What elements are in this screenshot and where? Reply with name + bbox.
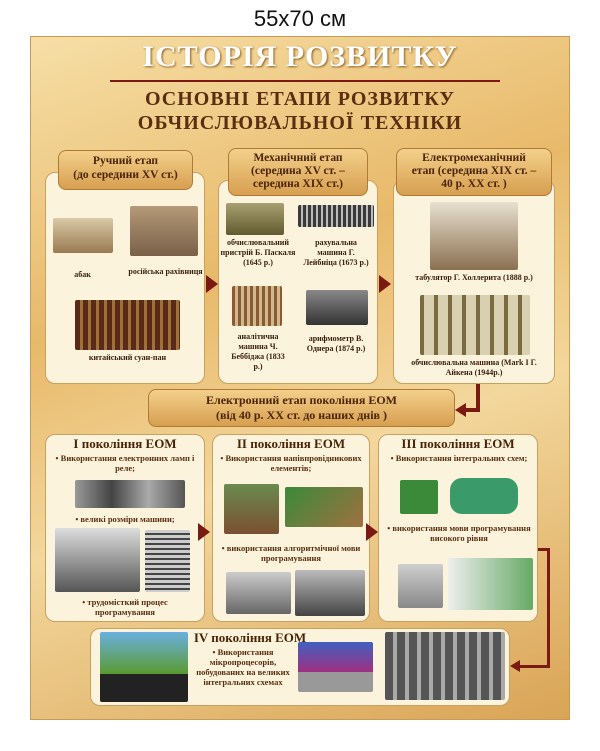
- connector-line: [538, 548, 550, 551]
- mark-i-image: [420, 295, 530, 355]
- arrow-right-icon: [198, 523, 210, 541]
- first-gen-racks-image: [145, 530, 190, 592]
- caption: обчислювальний пристрій Б. Паскаля (1645…: [220, 238, 296, 267]
- generation-title: ІІ покоління ЕОМ: [236, 436, 346, 451]
- connector-line: [520, 665, 550, 668]
- title-divider: [110, 80, 500, 82]
- odhner-arithmometer-image: [306, 290, 368, 325]
- generation-title: ІІІ покоління ЕОМ: [401, 436, 515, 451]
- connector-line: [476, 384, 480, 412]
- header-line: (до середини XV ст.): [73, 169, 178, 181]
- header-line: Ручний етап: [92, 155, 159, 167]
- subtitle-line-2: ОБЧИСЛЮВАЛЬНОЇ ТЕХНІКИ: [137, 112, 463, 134]
- stage-manual-header: Ручний етап (до середини XV ст.): [58, 150, 193, 190]
- supercomputer-image: [385, 632, 505, 700]
- vacuum-tubes-image: [75, 480, 185, 508]
- arrow-right-icon: [206, 275, 218, 293]
- suanpan-image: [75, 300, 180, 350]
- pc-image: [398, 564, 443, 608]
- header-line: (середина XV ст. –: [251, 165, 345, 177]
- generation-point: • великі розміри машини;: [75, 514, 175, 524]
- generation-point: • Використання інтегральних схем;: [390, 453, 528, 463]
- header-line: Механічний етап: [253, 152, 343, 164]
- generation-point: • використання мови програмування високо…: [387, 523, 531, 543]
- arrow-right-icon: [366, 523, 378, 541]
- electronic-stage-banner: Електронний етап покоління ЕОМ (від 40 р…: [148, 389, 455, 427]
- modern-desktop-image: [100, 632, 188, 702]
- caption: абак: [74, 270, 91, 279]
- banner-line: Електронний етап покоління ЕОМ: [205, 393, 398, 407]
- leibniz-machine-image: [298, 205, 374, 227]
- header-line: 40 р. XX ст. ): [441, 178, 507, 190]
- first-gen-computer-image: [55, 528, 140, 592]
- caption: обчислювальна машина (Mark I Г. Айкена (…: [411, 358, 537, 377]
- integrated-circuit-image: [400, 480, 438, 514]
- header-line: середина XIX ст.): [253, 178, 343, 190]
- hollerith-tabulator-image: [430, 202, 518, 270]
- connector-line: [466, 408, 480, 412]
- stage-mechanical-header: Механічний етап (середина XV ст. – серед…: [228, 148, 368, 196]
- header-line: Електромеханічний: [422, 152, 526, 164]
- abacus-image: [53, 218, 113, 253]
- arrow-left-icon: [455, 403, 466, 417]
- generation-title: IV покоління ЕОМ: [193, 630, 307, 645]
- header-line: етап (середина XIX ст. –: [411, 165, 537, 177]
- generation-title: І покоління ЕОМ: [73, 436, 177, 451]
- chip-board-image: [450, 478, 518, 514]
- generation-point: • використання алгоритмічної мови програ…: [221, 543, 361, 563]
- caption: російська рахівниця: [128, 267, 203, 276]
- connector-line: [547, 548, 550, 668]
- arrow-right-icon: [379, 275, 391, 293]
- generation-point: • Використання електронних ламп і реле;: [55, 453, 195, 473]
- generation-point: • трудомісткий процес програмування: [82, 597, 168, 617]
- babbage-engine-image: [232, 286, 282, 326]
- poster-title: ІСТОРІЯ РОЗВИТКУ: [142, 40, 458, 73]
- caption: китайський суан-пан: [88, 353, 167, 362]
- terminal-computer-image: [295, 570, 365, 616]
- banner-line: (від 40 р. XX ст. до наших днів ): [215, 408, 388, 422]
- arrow-left-icon: [510, 660, 520, 672]
- pascal-machine-image: [226, 203, 284, 235]
- caption: арифмометр В. Однера (1874 р.): [306, 334, 366, 353]
- generation-point: • Використання мікропроцесорів, побудова…: [196, 647, 290, 687]
- portable-computer-image: [226, 572, 291, 614]
- laptop-image: [298, 642, 373, 692]
- transistor-board-image: [224, 484, 279, 534]
- caption: рахувальна машина Г. Лейбніца (1673 р.): [303, 238, 369, 267]
- stage-electromechanical-header: Електромеханічний етап (середина XIX ст.…: [396, 148, 552, 196]
- generation-point: • Використання напівпровідникових елемен…: [220, 453, 362, 473]
- desktop-pc-image: [448, 558, 533, 610]
- caption: табулятор Г. Холлерита (1888 р.): [415, 273, 533, 282]
- russian-abacus-image: [130, 206, 198, 256]
- size-label: 55x70 см: [253, 6, 347, 31]
- circuit-board-image: [285, 487, 363, 527]
- caption: аналітична машина Ч. Беббіджа (1833 р.): [231, 332, 285, 371]
- subtitle-line-1: ОСНОВНІ ЕТАПИ РОЗВИТКУ: [144, 88, 455, 110]
